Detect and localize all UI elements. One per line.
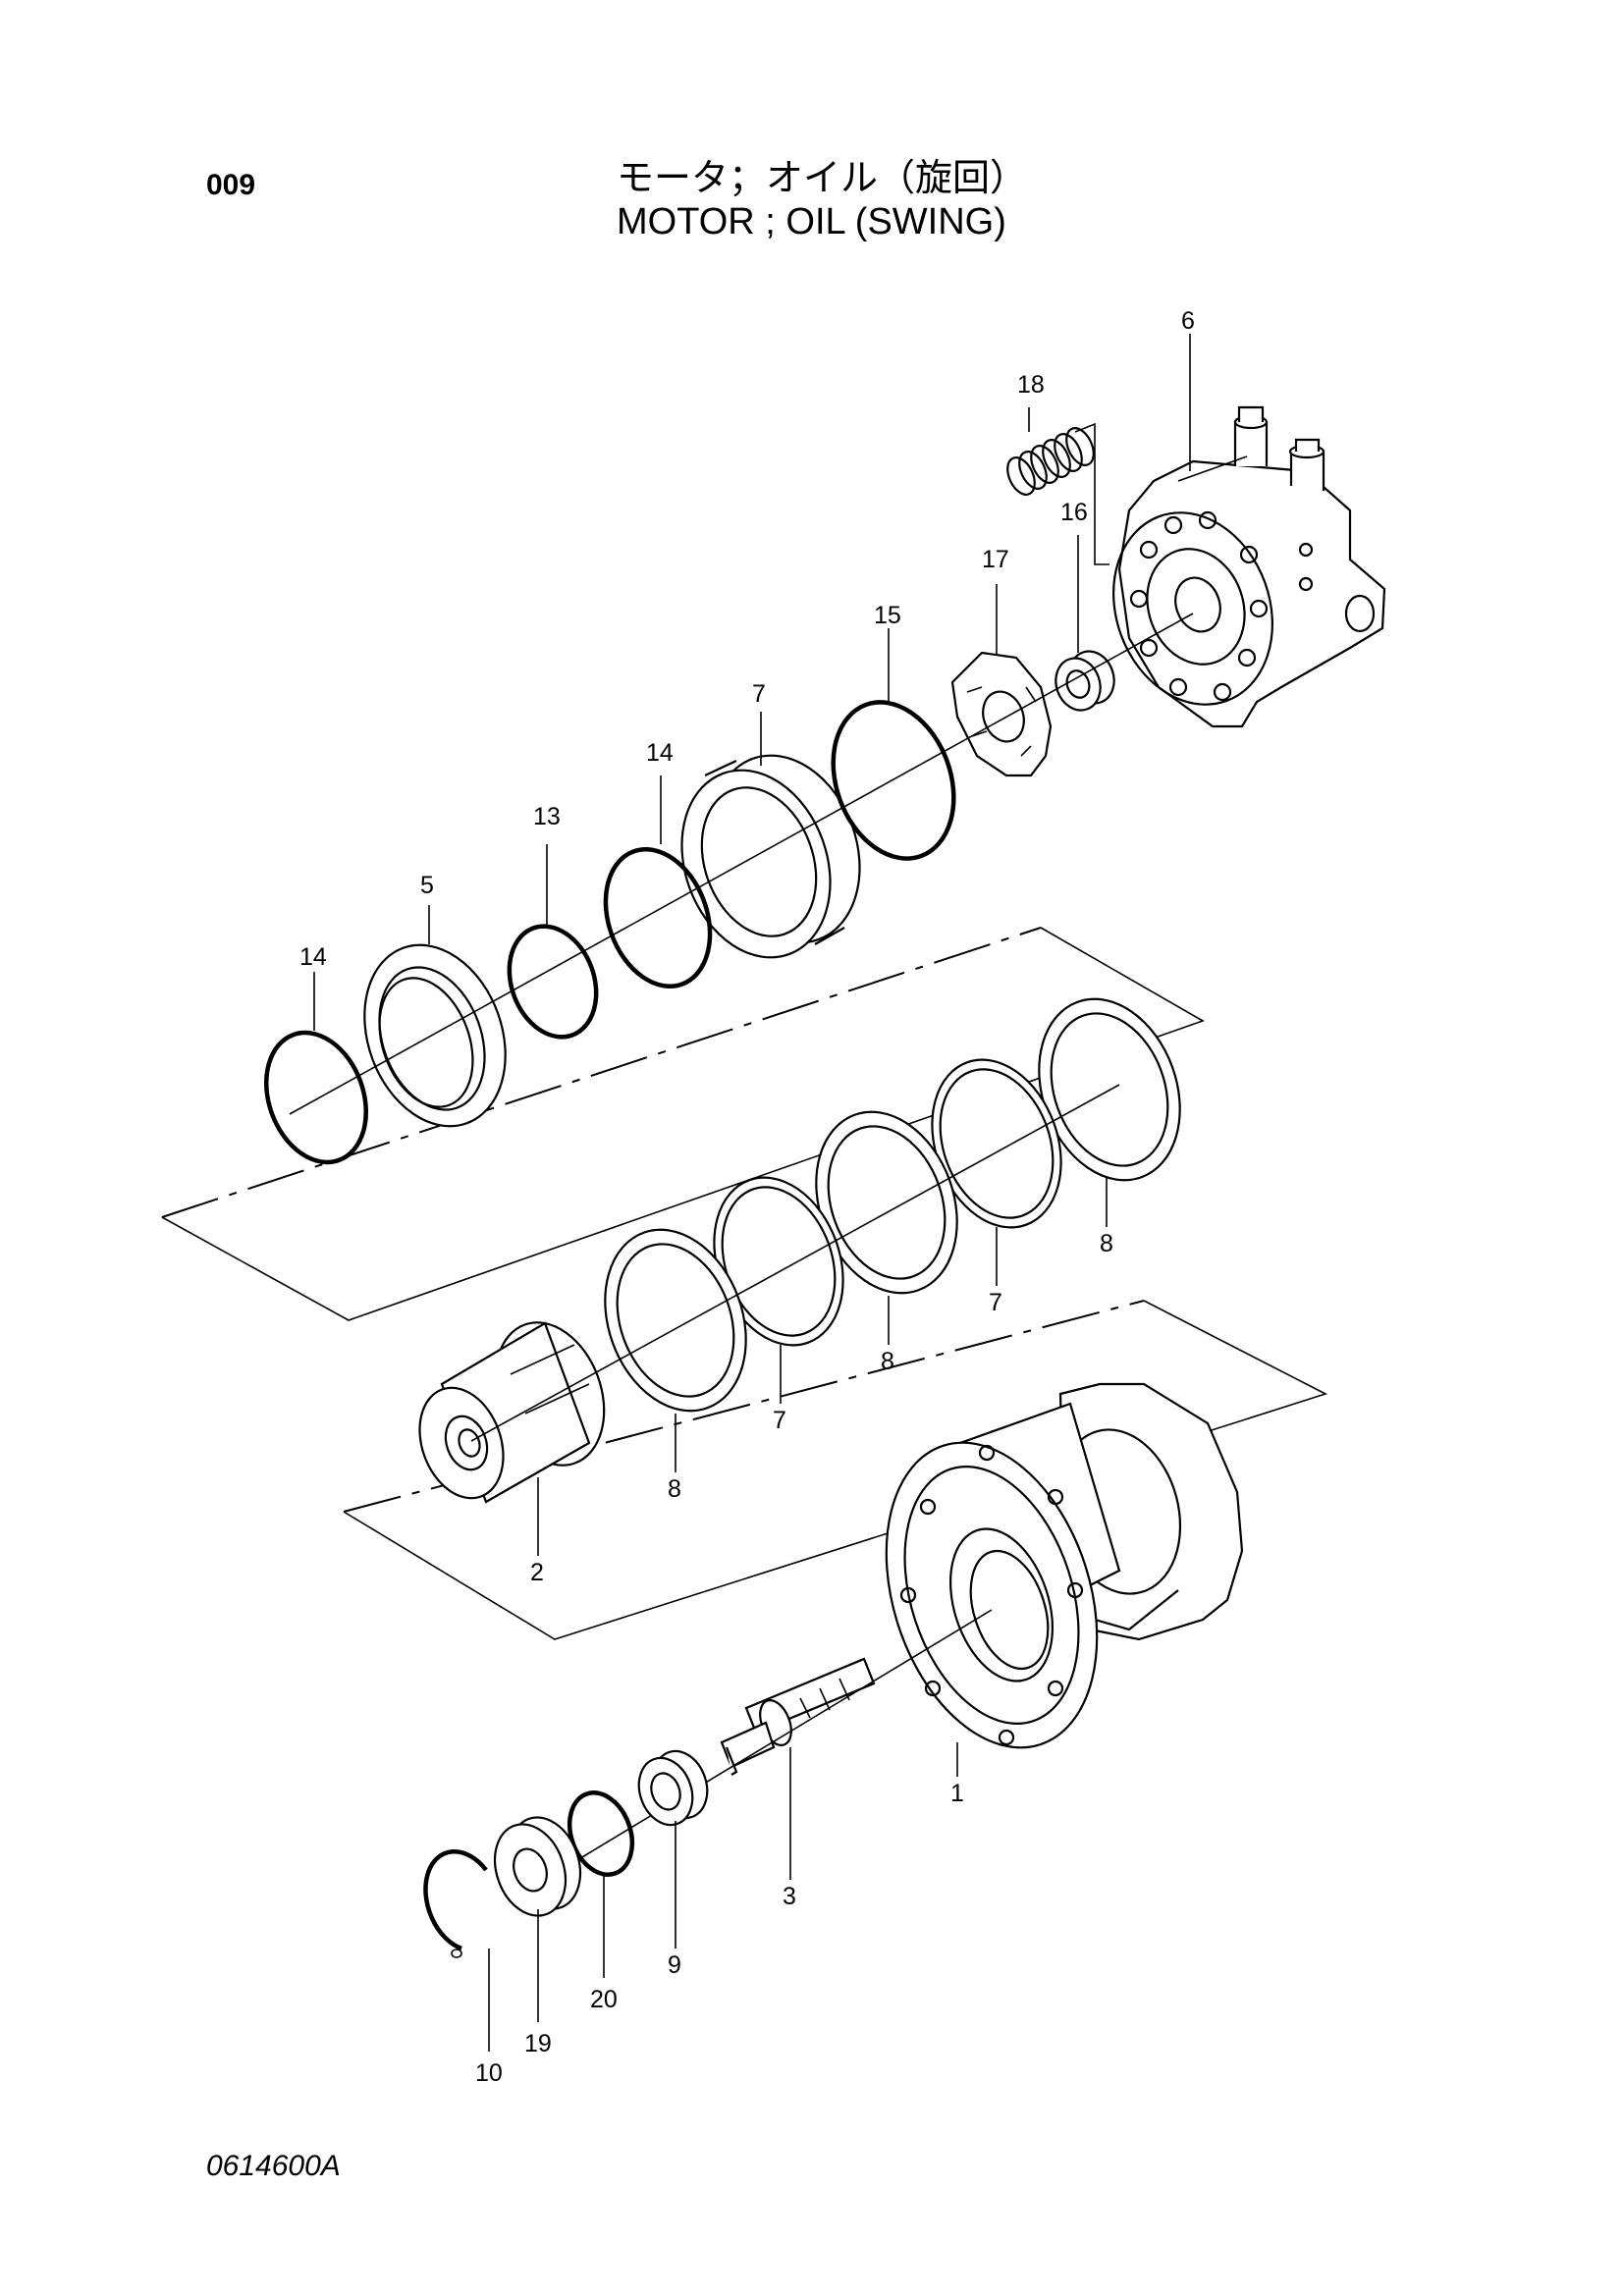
page-title-japanese: モータ；オイル（旋回） <box>617 156 1028 199</box>
part-labels: 6 18 16 17 15 7 14 13 5 14 8 7 8 7 8 2 1… <box>299 307 1195 2087</box>
oil-seal-part <box>493 1816 582 1917</box>
motor-housing-part <box>885 1382 1244 1749</box>
part-label: 3 <box>783 1883 796 1910</box>
assembly-outline-upper <box>161 927 1205 1321</box>
brake-piston-part <box>680 754 861 959</box>
part-label: 14 <box>299 943 327 971</box>
part-label: 8 <box>1100 1230 1113 1257</box>
spring-part <box>1006 422 1109 565</box>
bearing-part <box>637 1749 709 1827</box>
part-label: 7 <box>752 680 766 708</box>
part-label: 19 <box>524 2030 552 2057</box>
assembly-axis-middle <box>470 1084 1120 1442</box>
o-ring-part-14-upper <box>603 846 713 989</box>
part-label: 13 <box>533 803 561 830</box>
page-number: 009 <box>206 169 256 201</box>
part-label: 6 <box>1181 307 1195 335</box>
snap-ring-part <box>423 1848 488 1958</box>
assembly-axis-lower <box>519 1609 993 1896</box>
part-label: 2 <box>530 1559 544 1586</box>
o-ring-part-15 <box>831 700 956 861</box>
part-label: 15 <box>874 602 901 629</box>
drawing-code: 0614600A <box>206 2150 341 2182</box>
part-label: 8 <box>881 1348 894 1375</box>
part-label: 7 <box>773 1407 786 1434</box>
part-label: 1 <box>950 1780 964 1807</box>
drive-shaft-part <box>720 1657 876 1776</box>
seal-ring-part <box>363 943 507 1128</box>
needle-bearing-part <box>1055 650 1115 712</box>
o-ring-part-14-lower <box>264 1030 368 1165</box>
part-label: 16 <box>1060 499 1088 526</box>
part-label: 17 <box>982 546 1009 573</box>
o-ring-part-13 <box>507 924 599 1040</box>
leader-lines <box>313 334 1191 2052</box>
friction-plate-part-8-left <box>604 1228 747 1413</box>
part-label: 20 <box>590 1986 618 2013</box>
part-label: 9 <box>668 1951 681 1979</box>
valve-casing-part <box>1112 405 1386 728</box>
assembly-axis-upper <box>289 613 1194 1115</box>
part-label: 14 <box>646 739 674 767</box>
cylinder-block-part <box>418 1321 606 1504</box>
part-label: 8 <box>668 1475 681 1503</box>
part-label: 10 <box>475 2059 503 2087</box>
valve-plate-part <box>950 651 1053 777</box>
page-title-english: MOTOR ; OIL (SWING) <box>617 201 1006 242</box>
part-label: 7 <box>989 1289 1002 1316</box>
part-label: 5 <box>420 872 434 899</box>
part-label: 18 <box>1017 371 1045 399</box>
